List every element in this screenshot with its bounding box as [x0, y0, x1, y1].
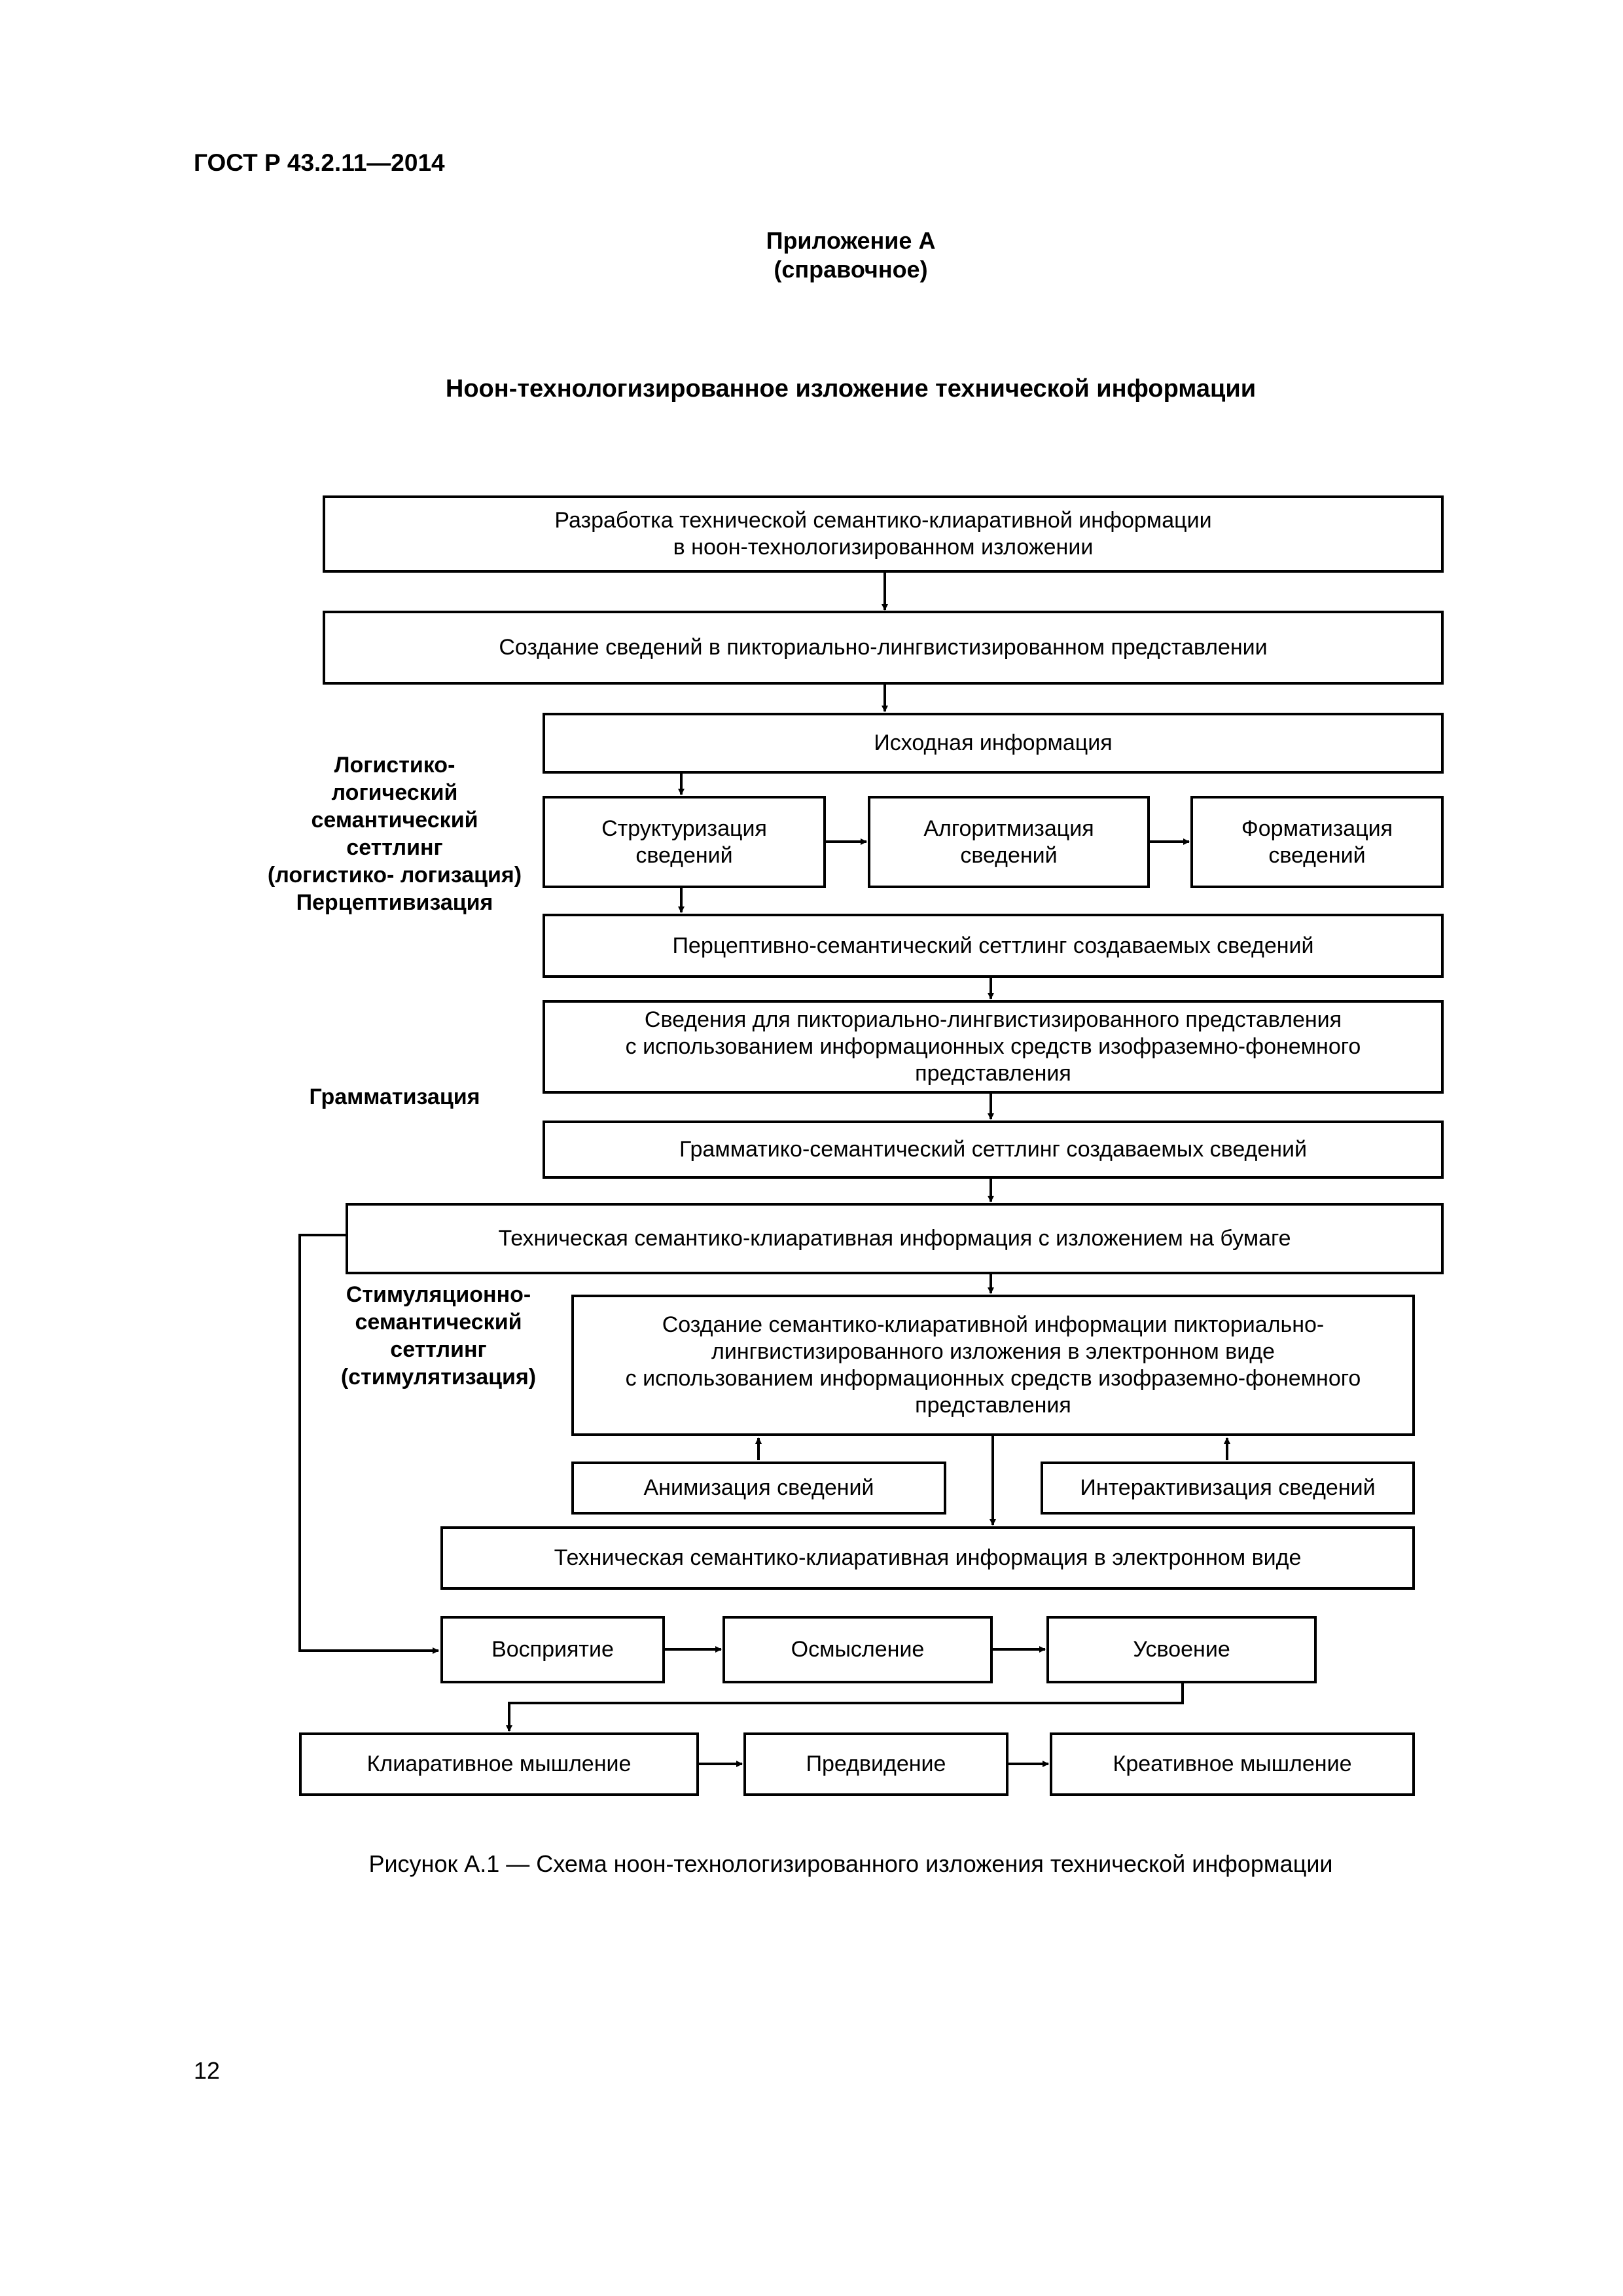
box-foresight: Предвидение — [743, 1732, 1008, 1796]
appendix-label: Приложение А — [766, 227, 936, 254]
box-interactivization: Интерактивизация сведений — [1041, 1462, 1415, 1515]
appendix-note: (справочное) — [774, 256, 928, 283]
label-stimulation-settling: Стимуляционно- семантический сеттлинг (с… — [340, 1282, 537, 1390]
arrow-b17-b18 — [506, 1683, 1184, 1732]
box-assimilation: Усвоение — [1046, 1616, 1317, 1683]
arrow-b10-b15 — [298, 1234, 439, 1654]
box-perceptive-settling: Перцептивно-семантический сеттлинг созда… — [543, 914, 1444, 978]
appendix-title: Приложение А (справочное) — [654, 226, 1047, 284]
box-algorithmization: Алгоритмизация сведений — [868, 796, 1150, 888]
label-logistic-settling: Логистико- логический семантический сетт… — [267, 753, 522, 915]
box-paper-info: Техническая семантико-клиаративная инфор… — [346, 1203, 1444, 1274]
box-electronic-creation: Создание семантико-клиаративной информац… — [571, 1295, 1415, 1436]
label-grammatization: Грамматизация — [309, 1085, 480, 1109]
box-creative-thinking: Креативное мышление — [1050, 1732, 1415, 1796]
box-animization: Анимизация сведений — [571, 1462, 946, 1515]
box-grammar-settling: Грамматико-семантический сеттлинг создав… — [543, 1121, 1444, 1179]
box-formatization: Форматизация сведений — [1190, 796, 1444, 888]
box-perception: Восприятие — [440, 1616, 665, 1683]
box-pictorial-creation: Создание сведений в пикториально-лингвис… — [323, 611, 1444, 685]
box-pictorial-info: Сведения для пикториально-лингвистизиров… — [543, 1000, 1444, 1094]
document-code: ГОСТ Р 43.2.11—2014 — [194, 149, 445, 176]
section-title: Ноон-технологизированное изложение техни… — [445, 375, 1257, 403]
box-structuring: Структуризация сведений — [543, 796, 826, 888]
box-cliarative-thinking: Клиаративное мышление — [299, 1732, 699, 1796]
figure-caption: Рисунок А.1 — Схема ноон-технологизирова… — [368, 1850, 1333, 1877]
box-electronic-info: Техническая семантико-клиаративная инфор… — [440, 1526, 1415, 1590]
page-number: 12 — [194, 2057, 221, 2084]
box-source-info: Исходная информация — [543, 713, 1444, 774]
box-development: Разработка технической семантико-клиарат… — [323, 495, 1444, 573]
box-comprehension: Осмысление — [722, 1616, 993, 1683]
